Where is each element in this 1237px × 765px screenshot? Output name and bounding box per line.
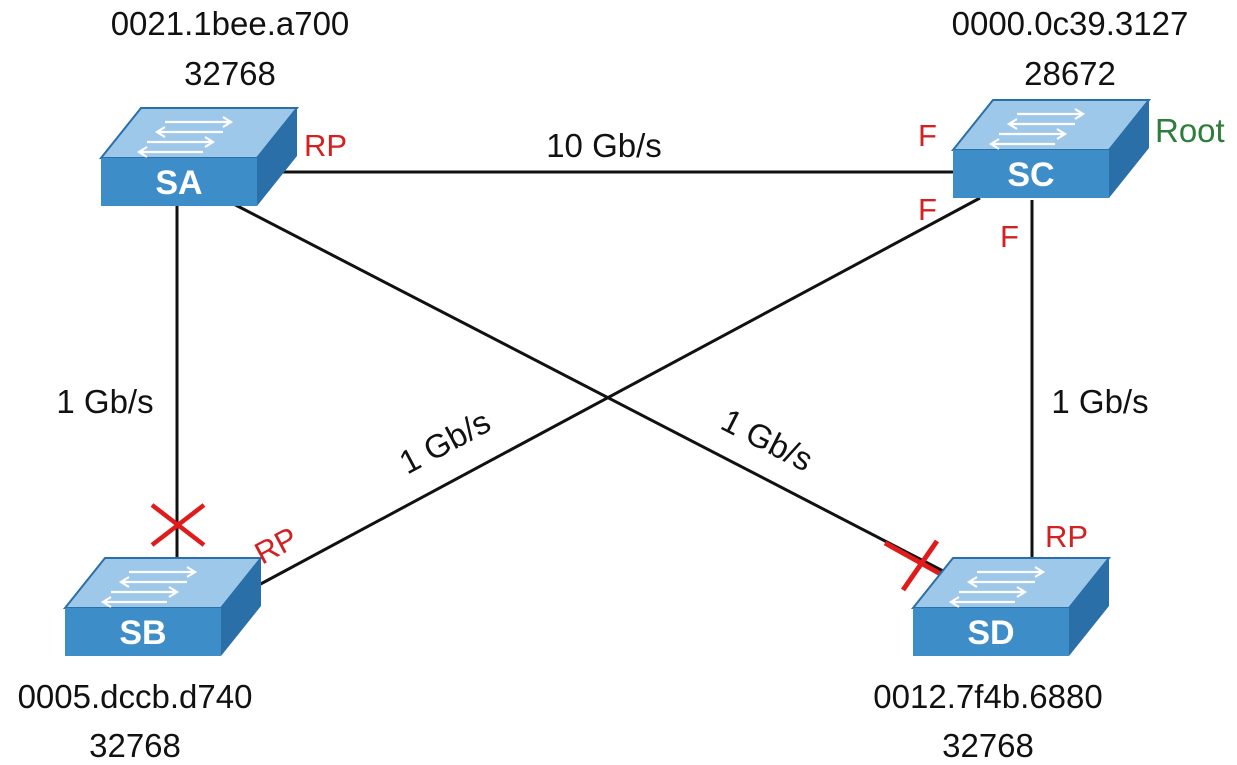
switch-sb-priority: 32768 <box>89 727 181 764</box>
switch-sa-name: SA <box>155 164 202 202</box>
switch-sd-priority: 32768 <box>942 727 1034 764</box>
port-role-sc-f-to-sd: F <box>1000 219 1019 254</box>
link-sa-sb-speed: 1 Gb/s <box>56 383 153 420</box>
blocked-port-sd-mark <box>883 539 948 592</box>
port-role-sa-rp: RP <box>304 128 347 163</box>
link-sc-sb-speed: 1 Gb/s <box>393 403 496 481</box>
switch-sd-mac: 0012.7f4b.6880 <box>873 678 1102 715</box>
blocked-port-sb-mark <box>150 503 206 547</box>
switch-sc[interactable]: SC <box>951 98 1151 200</box>
port-role-sc-f-to-sa: F <box>918 118 937 153</box>
switch-sc-priority: 28672 <box>1024 55 1116 92</box>
switch-sc-name: SC <box>1007 156 1054 194</box>
switch-sd-name: SD <box>967 614 1014 652</box>
switch-sb-mac: 0005.dccb.d740 <box>18 678 253 715</box>
switch-sb-name: SB <box>119 614 166 652</box>
switch-sa-priority: 32768 <box>184 55 276 92</box>
link-sa-sd <box>219 195 946 574</box>
link-sc-sb <box>254 196 981 589</box>
link-sa-sc-speed: 10 Gb/s <box>546 127 662 164</box>
port-role-sc-f-to-sb: F <box>918 192 937 227</box>
links <box>175 170 1034 589</box>
switch-sa-mac: 0021.1bee.a700 <box>111 5 350 42</box>
switch-sa[interactable]: SA <box>99 106 299 208</box>
link-sa-sd-speed: 1 Gb/s <box>716 401 819 478</box>
link-sc-sd-speed: 1 Gb/s <box>1051 383 1148 420</box>
switch-sb[interactable]: SB <box>63 556 263 658</box>
root-bridge-label: Root <box>1155 112 1225 149</box>
port-role-sd-rp: RP <box>1045 519 1088 554</box>
switch-sc-mac: 0000.0c39.3127 <box>952 5 1189 42</box>
switch-sd[interactable]: SD <box>911 556 1111 658</box>
